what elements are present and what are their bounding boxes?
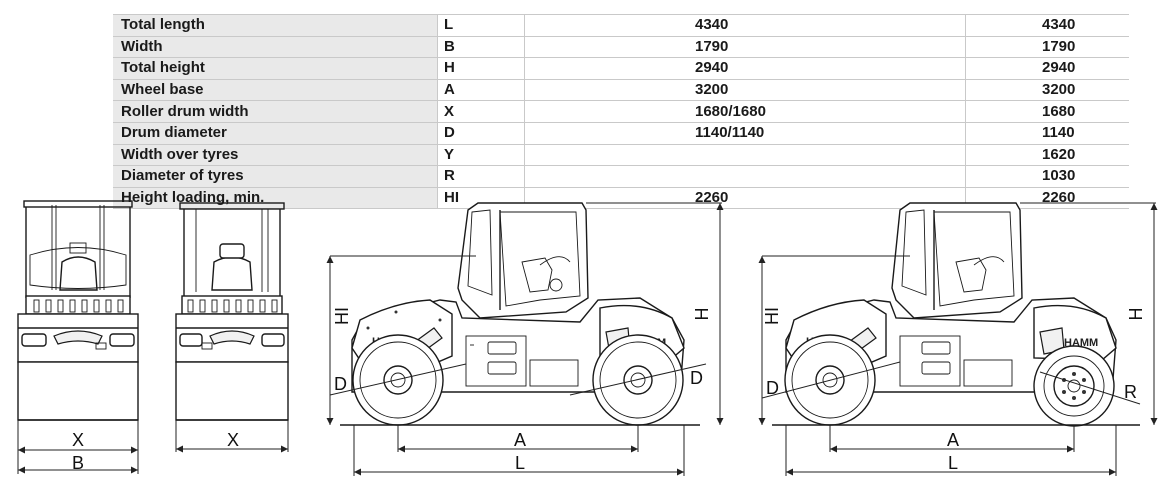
table-row: Width over tyres Y 1620 bbox=[113, 144, 1129, 167]
rear-x-label: X bbox=[227, 430, 239, 450]
table-row: Diameter of tyres R 1030 bbox=[113, 165, 1129, 188]
front-view-drawing: X B bbox=[17, 200, 139, 474]
side1-hi-label: HI bbox=[332, 307, 352, 325]
row-symbol: R bbox=[437, 165, 525, 188]
side2-h-label: H bbox=[1126, 308, 1146, 321]
front-b-label: B bbox=[72, 453, 84, 473]
row-label: Width over tyres bbox=[113, 144, 438, 167]
row-value-2: 1680 bbox=[965, 100, 1129, 123]
row-label: Diameter of tyres bbox=[113, 165, 438, 188]
row-symbol: H bbox=[437, 57, 525, 80]
table-row: Drum diameter D 1140/1140 1140 bbox=[113, 122, 1129, 145]
row-symbol: X bbox=[437, 100, 525, 123]
table-row: Width B 1790 1790 bbox=[113, 36, 1129, 59]
row-value-1: 1140/1140 bbox=[524, 122, 966, 145]
row-value-2: 4340 bbox=[965, 14, 1129, 37]
row-value-1: 2940 bbox=[524, 57, 966, 80]
table-row: Height loading, min. HI 2260 2260 bbox=[113, 187, 1129, 210]
side1-h-label: H bbox=[692, 308, 712, 321]
table-row: Wheel base A 3200 3200 bbox=[113, 79, 1129, 102]
row-label: Total height bbox=[113, 57, 438, 80]
row-value-2: 2940 bbox=[965, 57, 1129, 80]
row-value-2: 1620 bbox=[965, 144, 1129, 167]
side1-l-label: L bbox=[515, 453, 525, 473]
side2-l-label: L bbox=[948, 453, 958, 473]
row-value-1: 2260 bbox=[524, 187, 966, 210]
row-value-2: 1030 bbox=[965, 165, 1129, 188]
row-value-2: 1140 bbox=[965, 122, 1129, 145]
rear-view-drawing: X bbox=[175, 202, 289, 453]
row-symbol: A bbox=[437, 79, 525, 102]
row-symbol: L bbox=[437, 14, 525, 37]
front-x-label: X bbox=[72, 430, 84, 450]
side1-a-label: A bbox=[514, 430, 526, 450]
table-row: Roller drum width X 1680/1680 1680 bbox=[113, 100, 1129, 123]
side1-d-right-label: D bbox=[690, 368, 703, 388]
row-value-1: 4340 bbox=[524, 14, 966, 37]
row-value-1 bbox=[524, 144, 966, 167]
side2-r-label: R bbox=[1124, 382, 1137, 402]
row-symbol: D bbox=[437, 122, 525, 145]
row-label: Roller drum width bbox=[113, 100, 438, 123]
row-value-1 bbox=[524, 165, 966, 188]
row-symbol: Y bbox=[437, 144, 525, 167]
table-row: Total height H 2940 2940 bbox=[113, 57, 1129, 80]
side-view-drum-drawing: HD75 HAMM D D HI H bbox=[326, 202, 724, 476]
row-value-2: 3200 bbox=[965, 79, 1129, 102]
row-value-1: 1680/1680 bbox=[524, 100, 966, 123]
row-label: Wheel base bbox=[113, 79, 438, 102]
table-row: Total length L 4340 4340 bbox=[113, 14, 1129, 37]
row-value-1: 3200 bbox=[524, 79, 966, 102]
side2-a-label: A bbox=[947, 430, 959, 450]
row-symbol: B bbox=[437, 36, 525, 59]
spec-table: Total length L 4340 4340 Width B 1790 17… bbox=[113, 14, 1129, 210]
row-label: Drum diameter bbox=[113, 122, 438, 145]
row-value-1: 1790 bbox=[524, 36, 966, 59]
row-label: Width bbox=[113, 36, 438, 59]
row-value-2: 1790 bbox=[965, 36, 1129, 59]
row-label: Total length bbox=[113, 14, 438, 37]
row-label: Height loading, min. bbox=[113, 187, 438, 210]
side1-d-left-label: D bbox=[334, 374, 347, 394]
side-view-tyre-drawing: HD75 HAMM D R HI bbox=[758, 202, 1158, 476]
side2-d-label: D bbox=[766, 378, 779, 398]
side2-hi-label: HI bbox=[762, 307, 782, 325]
